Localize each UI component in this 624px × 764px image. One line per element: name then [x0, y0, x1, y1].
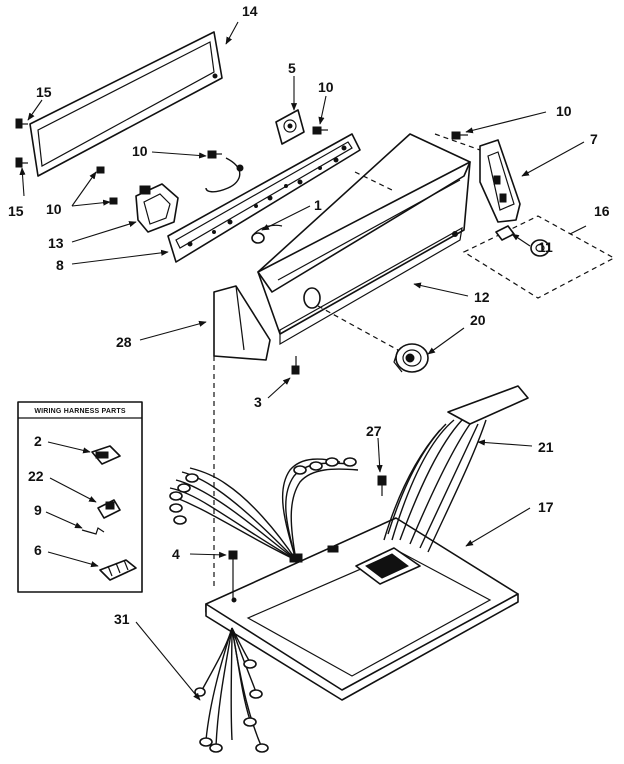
callout-15-top: 15	[36, 84, 52, 100]
callout-10-mid: 10	[132, 143, 148, 159]
wiring-harness-part-21	[383, 385, 529, 553]
screw-part-15-top	[15, 118, 28, 129]
terminal-block-part-6	[99, 559, 137, 581]
callout-9: 9	[34, 502, 42, 518]
wiring-harness-parts-inset: WIRING HARNESS PARTS	[17, 401, 143, 593]
knob-part-11	[530, 239, 550, 257]
screw-part-10-c	[96, 166, 118, 205]
callout-10-left: 10	[46, 201, 62, 217]
callout-17: 17	[538, 499, 554, 515]
screw-part-15-bottom	[15, 157, 28, 168]
bushing-part-11	[495, 225, 515, 241]
callout-1: 1	[314, 197, 322, 213]
screw-part-3	[291, 356, 300, 375]
callout-7: 7	[590, 131, 598, 147]
end-cap-part-7	[479, 139, 521, 223]
wire-lead	[205, 157, 241, 193]
callout-10-top: 10	[318, 79, 334, 95]
connector-part-2	[91, 445, 121, 465]
control-panel-bracket-part-8	[167, 133, 361, 263]
rear-panel-part-14	[29, 31, 223, 177]
callout-31: 31	[114, 611, 130, 627]
callout-21: 21	[538, 439, 554, 455]
leader-lines	[19, 21, 587, 701]
callout-14: 14	[242, 3, 258, 19]
screw-part-10-a	[312, 126, 328, 135]
callout-16: 16	[594, 203, 610, 219]
callout-20: 20	[470, 312, 486, 328]
callout-3: 3	[254, 394, 262, 410]
callout-10-right: 10	[556, 103, 572, 119]
connector-part-22	[97, 499, 121, 519]
callout-12: 12	[474, 289, 490, 305]
kit-box-part-16	[462, 215, 616, 299]
callout-15-bottom: 15	[8, 203, 24, 219]
callout-2: 2	[34, 433, 42, 449]
callout-6: 6	[34, 542, 42, 558]
screw-part-27	[377, 475, 387, 496]
screw-part-4	[228, 550, 238, 600]
callout-labels: 14 15 15 5 10 10 10 10 7 16 1 11 13 8 12…	[8, 3, 610, 627]
knob-part-20	[393, 343, 429, 373]
screw-part-10-b	[207, 150, 222, 159]
lower-harness-part-31	[194, 627, 269, 753]
callout-8: 8	[56, 257, 64, 273]
callout-4: 4	[172, 546, 180, 562]
callout-5: 5	[288, 60, 296, 76]
clip-part-9	[81, 527, 105, 535]
switch-part-5	[275, 109, 305, 145]
callout-11: 11	[538, 239, 553, 255]
harness-connectors-left	[169, 457, 359, 563]
timer-part-13	[135, 183, 179, 233]
inset-title: WIRING HARNESS PARTS	[34, 408, 126, 415]
alignment-lines	[213, 133, 481, 590]
screw-part-10-d	[451, 131, 468, 140]
callout-27: 27	[366, 423, 382, 439]
callout-22: 22	[28, 468, 44, 484]
corner-piece-part-28	[213, 285, 271, 361]
top-panel-part-17	[205, 517, 519, 701]
console-part-12	[257, 133, 471, 346]
callout-13: 13	[48, 235, 64, 251]
callout-28: 28	[116, 334, 132, 350]
